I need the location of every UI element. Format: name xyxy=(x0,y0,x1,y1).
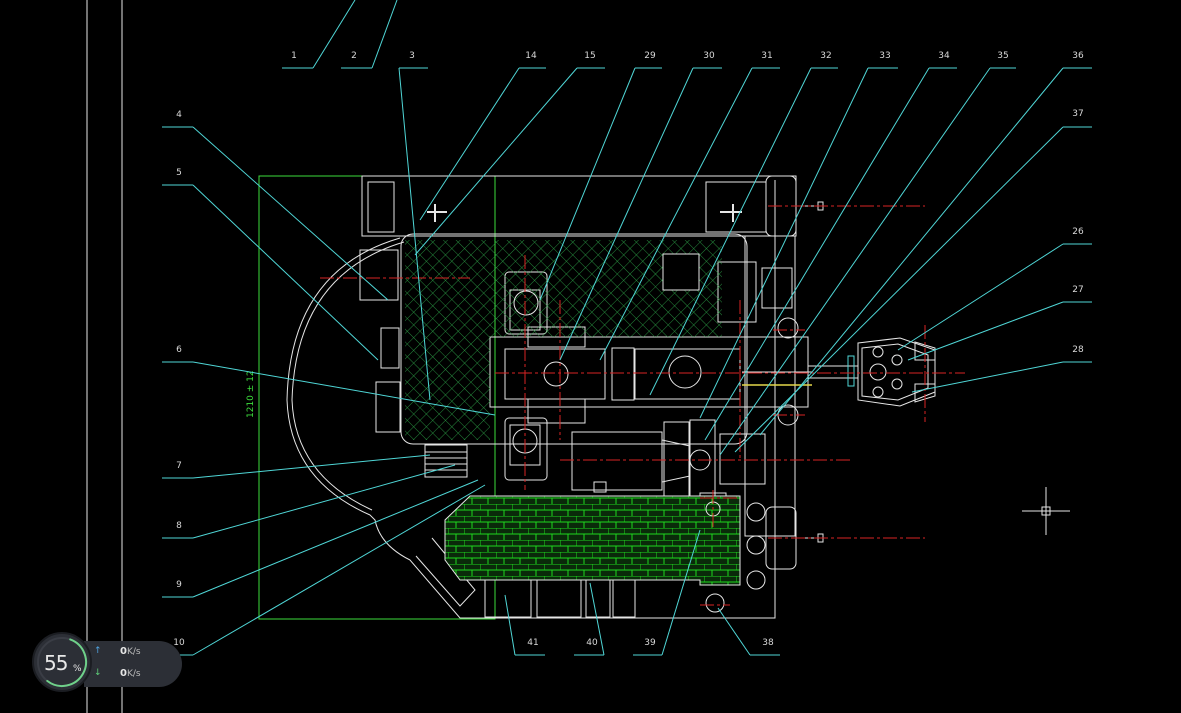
callout-leader-38 xyxy=(717,607,751,656)
download-unit: K/s xyxy=(127,669,141,679)
cutter-head xyxy=(808,337,936,407)
callout-leader-2 xyxy=(371,0,398,69)
callout-leader-14 xyxy=(419,67,520,221)
callout-leader-34 xyxy=(704,67,930,441)
center-lines xyxy=(320,205,965,606)
hatched-tank xyxy=(405,240,722,440)
sheet-border xyxy=(86,0,123,713)
callout-number-8: 8 xyxy=(176,521,182,531)
callout-leader-4 xyxy=(192,126,389,301)
callout-number-30: 30 xyxy=(703,51,715,61)
wheel-components xyxy=(512,290,799,613)
callout-leader-6 xyxy=(192,361,496,416)
callout-leader-7 xyxy=(192,454,431,479)
download-rate: ↓ 0 K/s xyxy=(94,668,184,684)
callout-number-29: 29 xyxy=(644,51,656,61)
usage-percent-unit: % xyxy=(73,664,82,674)
gauge-ring xyxy=(37,637,87,688)
upload-rate: ↑ 0 K/s xyxy=(94,646,184,662)
callout-number-36: 36 xyxy=(1072,51,1084,61)
callout-leader-39 xyxy=(661,529,701,656)
arrow-up-icon: ↑ xyxy=(94,646,102,656)
callout-leader-10 xyxy=(192,484,486,656)
callout-number-34: 34 xyxy=(938,51,950,61)
callout-leader-26 xyxy=(897,243,1064,351)
arrow-down-icon: ↓ xyxy=(94,668,102,678)
gauge-arc xyxy=(46,638,87,688)
callout-leader-3 xyxy=(398,67,431,401)
callout-leader-27 xyxy=(907,301,1064,361)
callout-number-14: 14 xyxy=(525,51,537,61)
usage-percent: 55 xyxy=(44,651,68,675)
callout-number-38: 38 xyxy=(762,638,774,648)
callout-leader-37 xyxy=(734,126,1064,453)
callout-leader-31 xyxy=(599,67,753,361)
callout-leader-30 xyxy=(559,67,694,361)
callout-number-39: 39 xyxy=(644,638,656,648)
callout-number-6: 6 xyxy=(176,345,182,355)
callout-number-37: 37 xyxy=(1072,109,1083,119)
callout-leader-28 xyxy=(911,361,1064,393)
callout-number-1: 1 xyxy=(291,51,297,61)
callout-number-9: 9 xyxy=(176,580,182,590)
callout-number-4: 4 xyxy=(176,110,182,120)
callout-number-2: 2 xyxy=(351,51,357,61)
crosshair-cursor-icon xyxy=(1022,487,1070,535)
callout-number-41: 41 xyxy=(527,638,538,648)
network-rate-panel xyxy=(84,641,182,687)
callout-leader-36 xyxy=(759,67,1064,436)
callout-number-35: 35 xyxy=(997,51,1008,61)
callout-leaders: 1 2 3 14 15 29 30 31 32 33 34 35 36 4 5 6 7 8 9 10 37 26 27 28 4… xyxy=(162,0,1092,656)
usage-gauge[interactable]: 55 % xyxy=(32,632,92,692)
callout-number-28: 28 xyxy=(1072,345,1084,355)
callout-leader-8 xyxy=(192,464,456,539)
callout-leader-35 xyxy=(719,67,991,456)
callout-number-5: 5 xyxy=(176,168,182,178)
callout-leader-41 xyxy=(504,594,516,656)
callout-leader-9 xyxy=(192,479,479,598)
callout-number-32: 32 xyxy=(820,51,831,61)
callout-leader-32 xyxy=(649,67,812,396)
callout-number-33: 33 xyxy=(879,51,890,61)
callout-number-40: 40 xyxy=(586,638,598,648)
tiled-area xyxy=(444,495,741,586)
shaft-highlight xyxy=(742,371,812,386)
callout-leader-5 xyxy=(192,184,379,361)
callout-leader-29 xyxy=(539,67,636,301)
upload-value: 0 xyxy=(120,646,127,657)
callout-number-10: 10 xyxy=(173,638,185,648)
callout-leader-1 xyxy=(312,0,356,69)
callout-number-27: 27 xyxy=(1072,285,1083,295)
download-value: 0 xyxy=(120,668,127,679)
callout-number-26: 26 xyxy=(1072,227,1084,237)
dimension-text: 1210 ± 12 xyxy=(246,370,256,418)
callout-leader-15 xyxy=(414,67,578,256)
callout-number-31: 31 xyxy=(761,51,772,61)
network-monitor-widget[interactable]: 55 % ↑ 0 K/s ↓ 0 K/s xyxy=(32,632,182,692)
callout-leader-33 xyxy=(699,67,869,419)
callout-number-7: 7 xyxy=(176,461,182,471)
callout-leader-40 xyxy=(589,582,605,656)
upload-unit: K/s xyxy=(127,647,141,657)
callout-number-3: 3 xyxy=(409,51,415,61)
callout-number-15: 15 xyxy=(584,51,595,61)
